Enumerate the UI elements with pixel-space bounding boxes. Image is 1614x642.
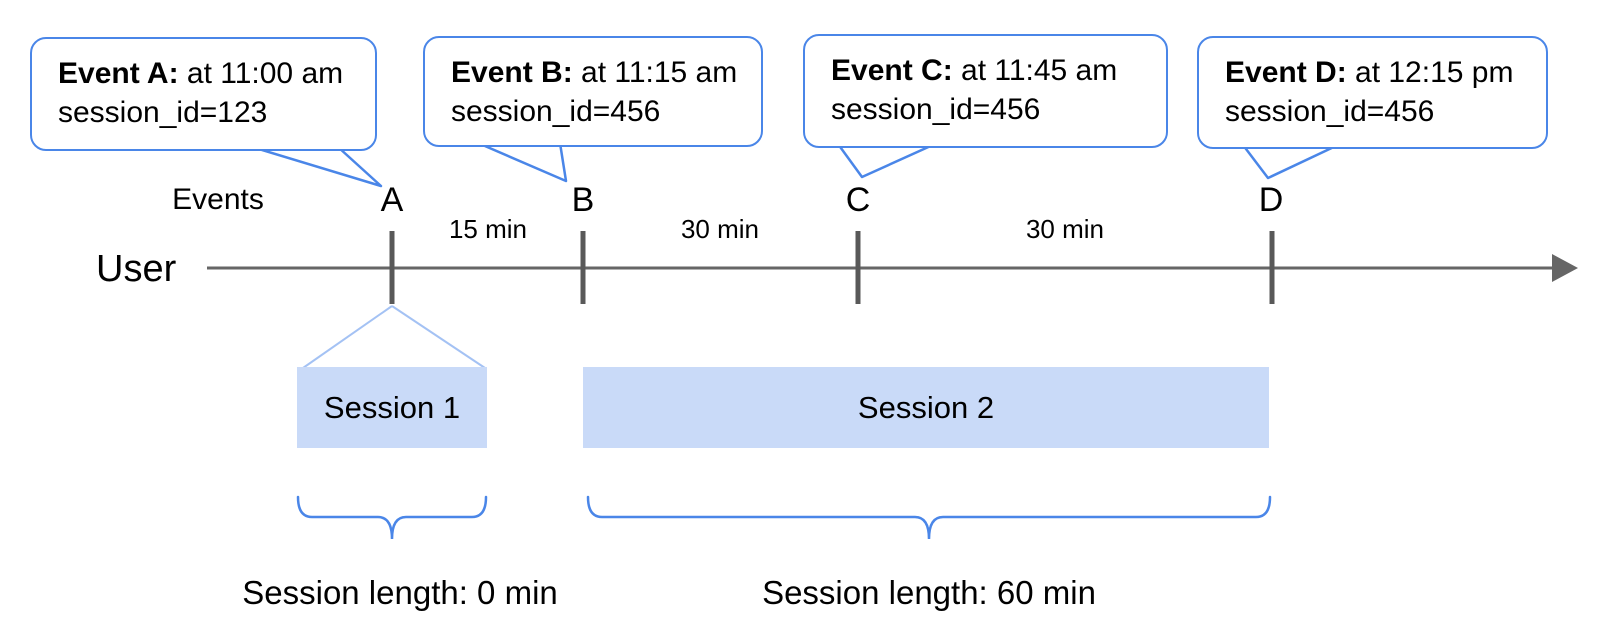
callout-event-b-line1: Event B: at 11:15 am — [451, 53, 751, 92]
callout-event-a-session-id: session_id=123 — [58, 96, 268, 129]
session1-box: Session 1 — [297, 367, 487, 448]
callout-event-c-time: at 11:45 am — [952, 54, 1118, 87]
session1-label: Session 1 — [323, 389, 461, 425]
callout-event-a-title: Event A: — [58, 57, 179, 90]
callout-event-d-line1: Event D: at 12:15 pm — [1225, 53, 1536, 92]
callout-event-c-line1: Event C: at 11:45 am — [831, 51, 1156, 90]
callout-event-a: Event A: at 11:00 am session_id=123 — [30, 37, 377, 151]
user-row-label: User — [96, 248, 177, 290]
session2-brace — [586, 495, 1272, 540]
interval-c-d: 30 min — [1025, 214, 1105, 244]
callout-event-d-title: Event D: — [1225, 56, 1347, 89]
callout-event-b-session-id: session_id=456 — [451, 95, 661, 128]
callout-event-b-title: Event B: — [451, 56, 573, 89]
interval-a-b: 15 min — [448, 214, 528, 244]
event-marker-a: A — [380, 181, 404, 219]
events-row-label: Events — [172, 183, 264, 216]
callout-event-c: Event C: at 11:45 am session_id=456 — [803, 34, 1168, 148]
funnel-line-right — [391, 305, 486, 369]
session1-length-label: Session length: 0 min — [242, 574, 558, 611]
session2-label: Session 2 — [857, 389, 995, 425]
callout-tail-c — [836, 142, 936, 179]
callout-event-a-time: at 11:00 am — [178, 57, 344, 90]
callout-tail-b — [477, 141, 568, 183]
callout-tail-d — [1242, 143, 1339, 180]
funnel-line-left — [302, 305, 393, 369]
event-marker-b: B — [571, 181, 595, 219]
timeline-arrowhead-icon — [1552, 254, 1578, 282]
callout-event-c-title: Event C: — [831, 54, 953, 87]
callout-event-a-line1: Event A: at 11:00 am — [58, 54, 365, 93]
callout-event-b: Event B: at 11:15 am session_id=456 — [423, 36, 763, 147]
session1-brace — [296, 495, 488, 540]
callout-tail-a — [251, 145, 383, 188]
callout-event-c-session-id: session_id=456 — [831, 93, 1041, 126]
callout-event-b-time: at 11:15 am — [572, 56, 738, 89]
event-marker-d: D — [1258, 181, 1284, 219]
callout-event-d-session-id: session_id=456 — [1225, 95, 1435, 128]
interval-b-c: 30 min — [680, 214, 760, 244]
callout-event-d: Event D: at 12:15 pm session_id=456 — [1197, 36, 1548, 149]
callout-event-d-time: at 12:15 pm — [1346, 56, 1514, 89]
session2-length-label: Session length: 60 min — [762, 574, 1096, 611]
event-marker-c: C — [845, 181, 871, 219]
session2-box: Session 2 — [583, 367, 1269, 448]
